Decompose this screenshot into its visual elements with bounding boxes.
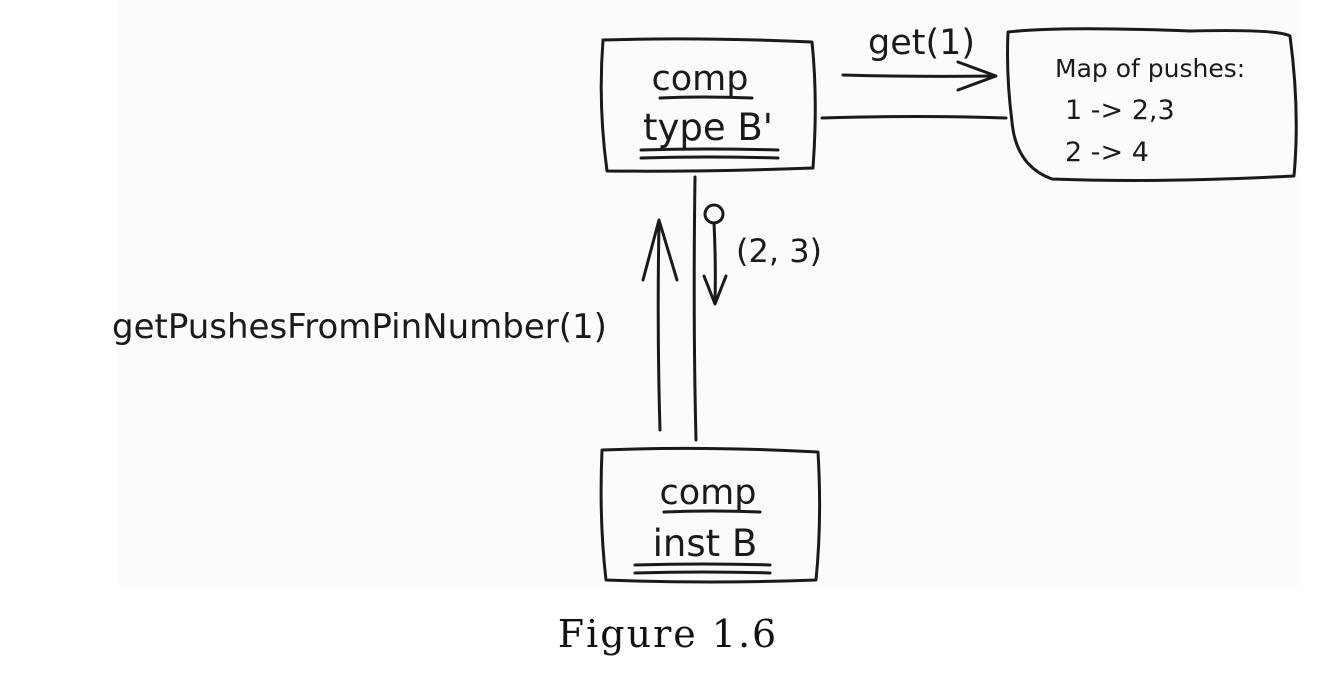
- get-call-arrow: [841, 60, 998, 92]
- map-box-title: Map of pushes:: [1055, 54, 1245, 83]
- return-value-arrow: [702, 203, 728, 306]
- comp-type-line1-underline: [658, 95, 754, 100]
- get-arrow-head: [956, 60, 998, 92]
- pushes-arrow-shaft: [656, 220, 662, 432]
- comp-inst-box: comp inst B: [599, 446, 822, 584]
- get-call-label: get(1): [868, 23, 975, 63]
- get-arrow-shaft: [841, 73, 997, 78]
- map-of-pushes-box: Map of pushes: 1 -> 2,3 2 -> 4: [1006, 27, 1298, 182]
- comp-inst-box-outline: [599, 446, 822, 584]
- comp-inst-line2-underline-1: [633, 562, 772, 567]
- comp-inst-line1: comp: [660, 473, 757, 513]
- comp-type-line2-underline-2: [639, 155, 780, 160]
- comp-type-line2-underline-1: [639, 147, 780, 152]
- map-box-outline: [1006, 27, 1298, 182]
- type-to-map-connector: [820, 115, 1008, 120]
- pushes-call-label: getPushesFromPinNumber(1): [112, 307, 607, 347]
- comp-type-line1: comp: [652, 59, 749, 99]
- figure-caption: Figure 1.6: [557, 612, 779, 656]
- map-entry: 1 -> 2,3: [1065, 95, 1175, 126]
- comp-type-box-outline: [599, 37, 817, 173]
- comp-inst-line2: inst B: [653, 522, 758, 565]
- return-value-label: (2, 3): [736, 232, 822, 270]
- pushes-call-arrow: [641, 218, 679, 432]
- comp-inst-line1-underline: [662, 509, 762, 514]
- return-arrow-shaft: [712, 221, 717, 304]
- lifeline: [692, 175, 698, 442]
- pushes-arrow-head: [641, 218, 679, 282]
- return-arrow-head: [702, 274, 728, 306]
- comp-inst-line2-underline-2: [633, 570, 772, 575]
- comp-type-box: comp type B': [599, 37, 817, 173]
- comp-type-line2: type B': [643, 106, 773, 149]
- map-entry: 2 -> 4: [1065, 137, 1149, 168]
